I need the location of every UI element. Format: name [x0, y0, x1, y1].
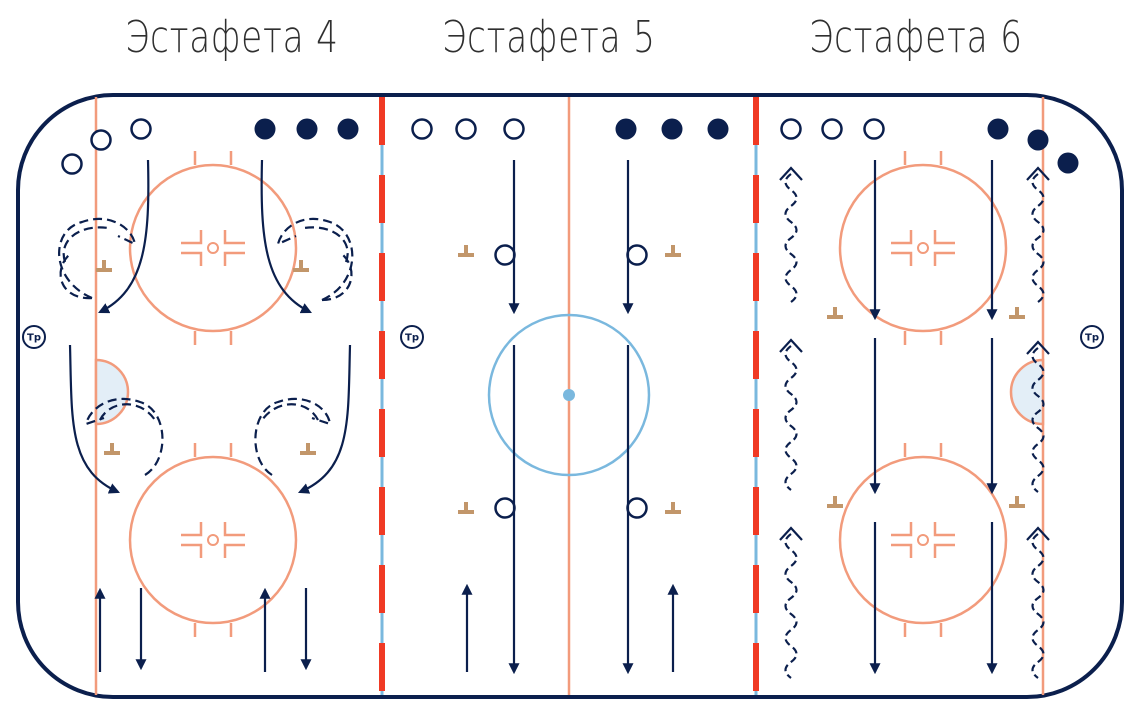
svg-text:Тр: Тр — [27, 333, 41, 344]
player-filled-icon — [661, 118, 683, 140]
puck-weave — [779, 338, 803, 491]
coach-icon: Тр — [22, 325, 46, 349]
movement-arrow — [297, 344, 352, 494]
puck-weave — [779, 526, 803, 679]
dashed-loop — [59, 253, 93, 300]
player-open-icon — [626, 244, 648, 266]
coach-icon: Тр — [400, 325, 424, 349]
movement-arrow — [68, 344, 121, 494]
dashed-loop — [58, 217, 137, 300]
dashed-loop — [62, 226, 109, 263]
player-open-icon — [626, 497, 648, 519]
player-filled-icon — [254, 118, 276, 140]
title-relay-4: Эстафета 4 — [125, 12, 339, 63]
dashed-loop — [84, 397, 164, 476]
coach-icon: Тр — [1080, 325, 1104, 349]
puck-weave — [1026, 166, 1050, 303]
players — [61, 118, 1079, 519]
player-open-icon — [411, 118, 433, 140]
player-open-icon — [455, 118, 477, 140]
faceoff-circle — [838, 443, 1008, 637]
player-filled-icon — [987, 118, 1009, 140]
player-open-icon — [863, 118, 885, 140]
movement-arrow — [98, 159, 150, 314]
svg-text:Тр: Тр — [1085, 333, 1099, 344]
player-filled-icon — [1027, 129, 1049, 151]
puck-weave — [1026, 340, 1050, 493]
player-open-icon — [61, 153, 83, 175]
faceoff-circle — [128, 443, 298, 637]
player-open-icon — [494, 244, 516, 266]
faceoff-circle — [838, 151, 1008, 345]
title-relay-5: Эстафета 5 — [442, 12, 656, 63]
movement-arrows — [58, 159, 1050, 679]
player-open-icon — [90, 129, 112, 151]
player-filled-icon — [296, 118, 318, 140]
dashed-loop — [254, 397, 332, 476]
player-open-icon — [503, 118, 525, 140]
player-filled-icon — [337, 118, 359, 140]
dashed-loop — [99, 403, 156, 421]
movement-arrow — [260, 159, 312, 314]
dashed-loop — [276, 217, 354, 302]
puck-weave — [1026, 526, 1050, 679]
faceoff-circle — [128, 151, 298, 345]
player-open-icon — [494, 497, 516, 519]
svg-text:Тр: Тр — [405, 333, 419, 344]
dashed-loop — [321, 253, 353, 302]
dashed-loop — [303, 226, 349, 263]
player-filled-icon — [707, 118, 729, 140]
player-open-icon — [130, 118, 152, 140]
center-circle — [487, 313, 651, 477]
player-filled-icon — [615, 118, 637, 140]
title-relay-6: Эстафета 6 — [809, 12, 1023, 63]
puck-weave — [779, 166, 803, 303]
faceoff-circles — [128, 151, 1008, 637]
coaches: Тр Тр Тр — [22, 325, 1104, 349]
dashed-loop — [261, 403, 319, 421]
player-open-icon — [780, 118, 802, 140]
center-dot — [563, 389, 575, 401]
player-open-icon — [821, 118, 843, 140]
goal-crease-left — [94, 358, 130, 426]
player-filled-icon — [1057, 152, 1079, 174]
